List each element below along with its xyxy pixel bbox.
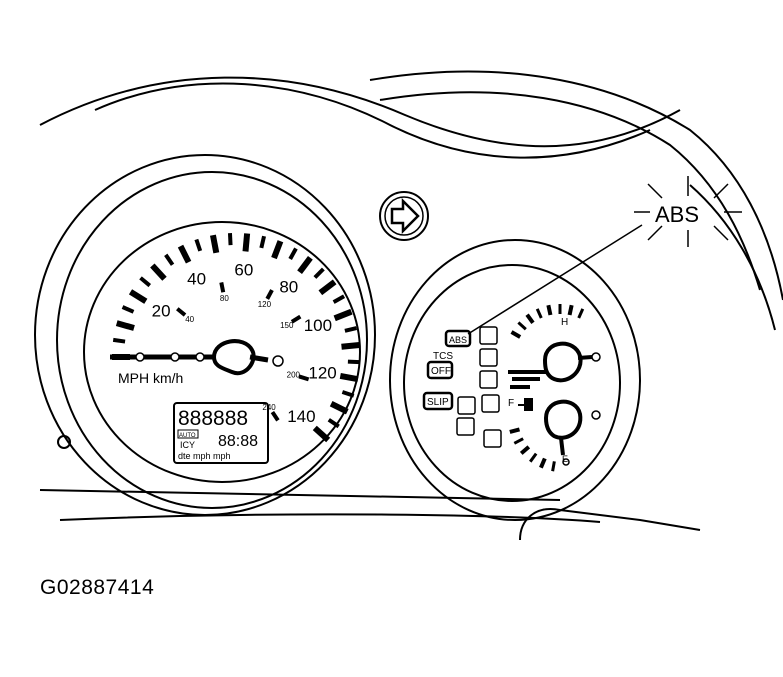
speedometer-mph-label: 60 [234,260,253,279]
speedometer-tick [329,420,339,427]
thermometer-icon [508,344,600,387]
temperature-tick [548,305,550,315]
dash-inner-curve [95,83,650,157]
speedometer-kmh-label: 80 [220,294,229,303]
speedometer-kmh-tick [292,317,300,322]
speedometer-mph-label: 40 [187,269,206,288]
speedometer-tick [315,269,323,278]
fuel-pump-icon [518,398,600,465]
right-gauge-housing-inner [404,265,620,501]
speedometer-mph-label: 100 [304,316,332,335]
speedometer-kmh-label: 200 [287,371,301,380]
speedometer-tick [274,241,280,258]
speedometer-kmh-label: 240 [262,403,276,412]
speedometer-tick [131,292,146,301]
speed-unit-label: MPH km/h [118,370,183,386]
lcd-display: 888888 AUTO ICY 88:88 dte mph mph [174,403,268,463]
speedometer-kmh-tick [221,282,223,292]
temp-hot-label: H [561,317,568,328]
speedometer-kmh-label: 150 [280,321,294,330]
speedometer-mph-label: 140 [287,407,315,426]
fuel-tick [541,459,545,468]
fuel-tick [530,454,536,462]
lcd-badge: AUTO [179,433,196,439]
temperature-tick [512,332,521,337]
temperature-tick [579,309,583,318]
speedometer-tick [315,428,328,440]
steering-column-top [520,509,700,540]
slip-lamp-label: SLIP [427,397,449,408]
speedometer-kmh-tick [177,309,185,315]
speedometer-tick [152,265,164,278]
speedometer-kmh-tick [299,376,309,379]
speedometer-tick [181,246,189,262]
dash-hood-inner [380,92,760,290]
speedometer-tick [345,328,357,331]
abs-callout-label: ABS [655,202,699,227]
speedometer-tick [261,236,264,248]
fuel-tick [514,439,523,444]
speedometer-kmh-tick [267,290,272,299]
abs-callout: ABS [468,202,699,334]
speedometer-kmh-label: 120 [258,300,272,309]
fuel-tick [510,429,520,432]
speedometer-tick [166,255,173,265]
speedometer-mph-label: 20 [152,302,171,321]
temperature-tick [537,309,541,318]
speedometer-tick [196,240,200,251]
bezel-line-upper [40,490,560,500]
tcs-label: TCS [433,351,453,362]
lcd-footer: dte mph mph [178,451,231,461]
speedometer-tick [300,258,311,272]
speedometer-tick [341,345,359,347]
fuel-tick [553,461,555,471]
speedometer-tick [246,233,248,251]
lcd-icy: ICY [180,440,195,450]
speedometer-kmh-label: 40 [185,315,194,324]
speedometer-tick [123,307,134,312]
speedometer-kmh-tick [272,412,278,420]
speedometer-tick [213,235,216,253]
trip-digits: 88:88 [218,433,258,450]
fuel-tick [521,447,529,454]
speedometer-tick [335,312,352,319]
speedometer-tick [340,376,358,379]
odometer-digits: 888888 [178,407,248,430]
dash-right-edge [690,185,775,330]
figure-id: G02887414 [40,576,154,600]
speedometer-mph-label: 80 [279,278,298,297]
speedometer-tick [290,248,296,259]
speedometer-tick [331,404,347,412]
speedometer-mph-label: 120 [308,364,336,383]
temperature-tick [527,315,533,323]
temperature-tick [518,323,525,330]
temperature-tick [570,305,572,315]
abs-lamp-label: ABS [449,335,467,345]
speedometer-tick [141,278,150,286]
speedometer-tick [334,296,344,302]
speedometer-tick [117,323,134,328]
turn-signal-arrow-icon [380,192,428,240]
speedometer-needle [110,341,283,373]
temperature-gauge-ticks [512,304,583,337]
fuel-full-label: F [508,398,514,409]
speedometer-tick [113,340,125,342]
fuel-gauge-ticks [510,429,555,471]
speedometer-tick [320,282,334,293]
off-lamp-label: OFF [431,366,451,377]
speedometer-tick [230,233,231,245]
